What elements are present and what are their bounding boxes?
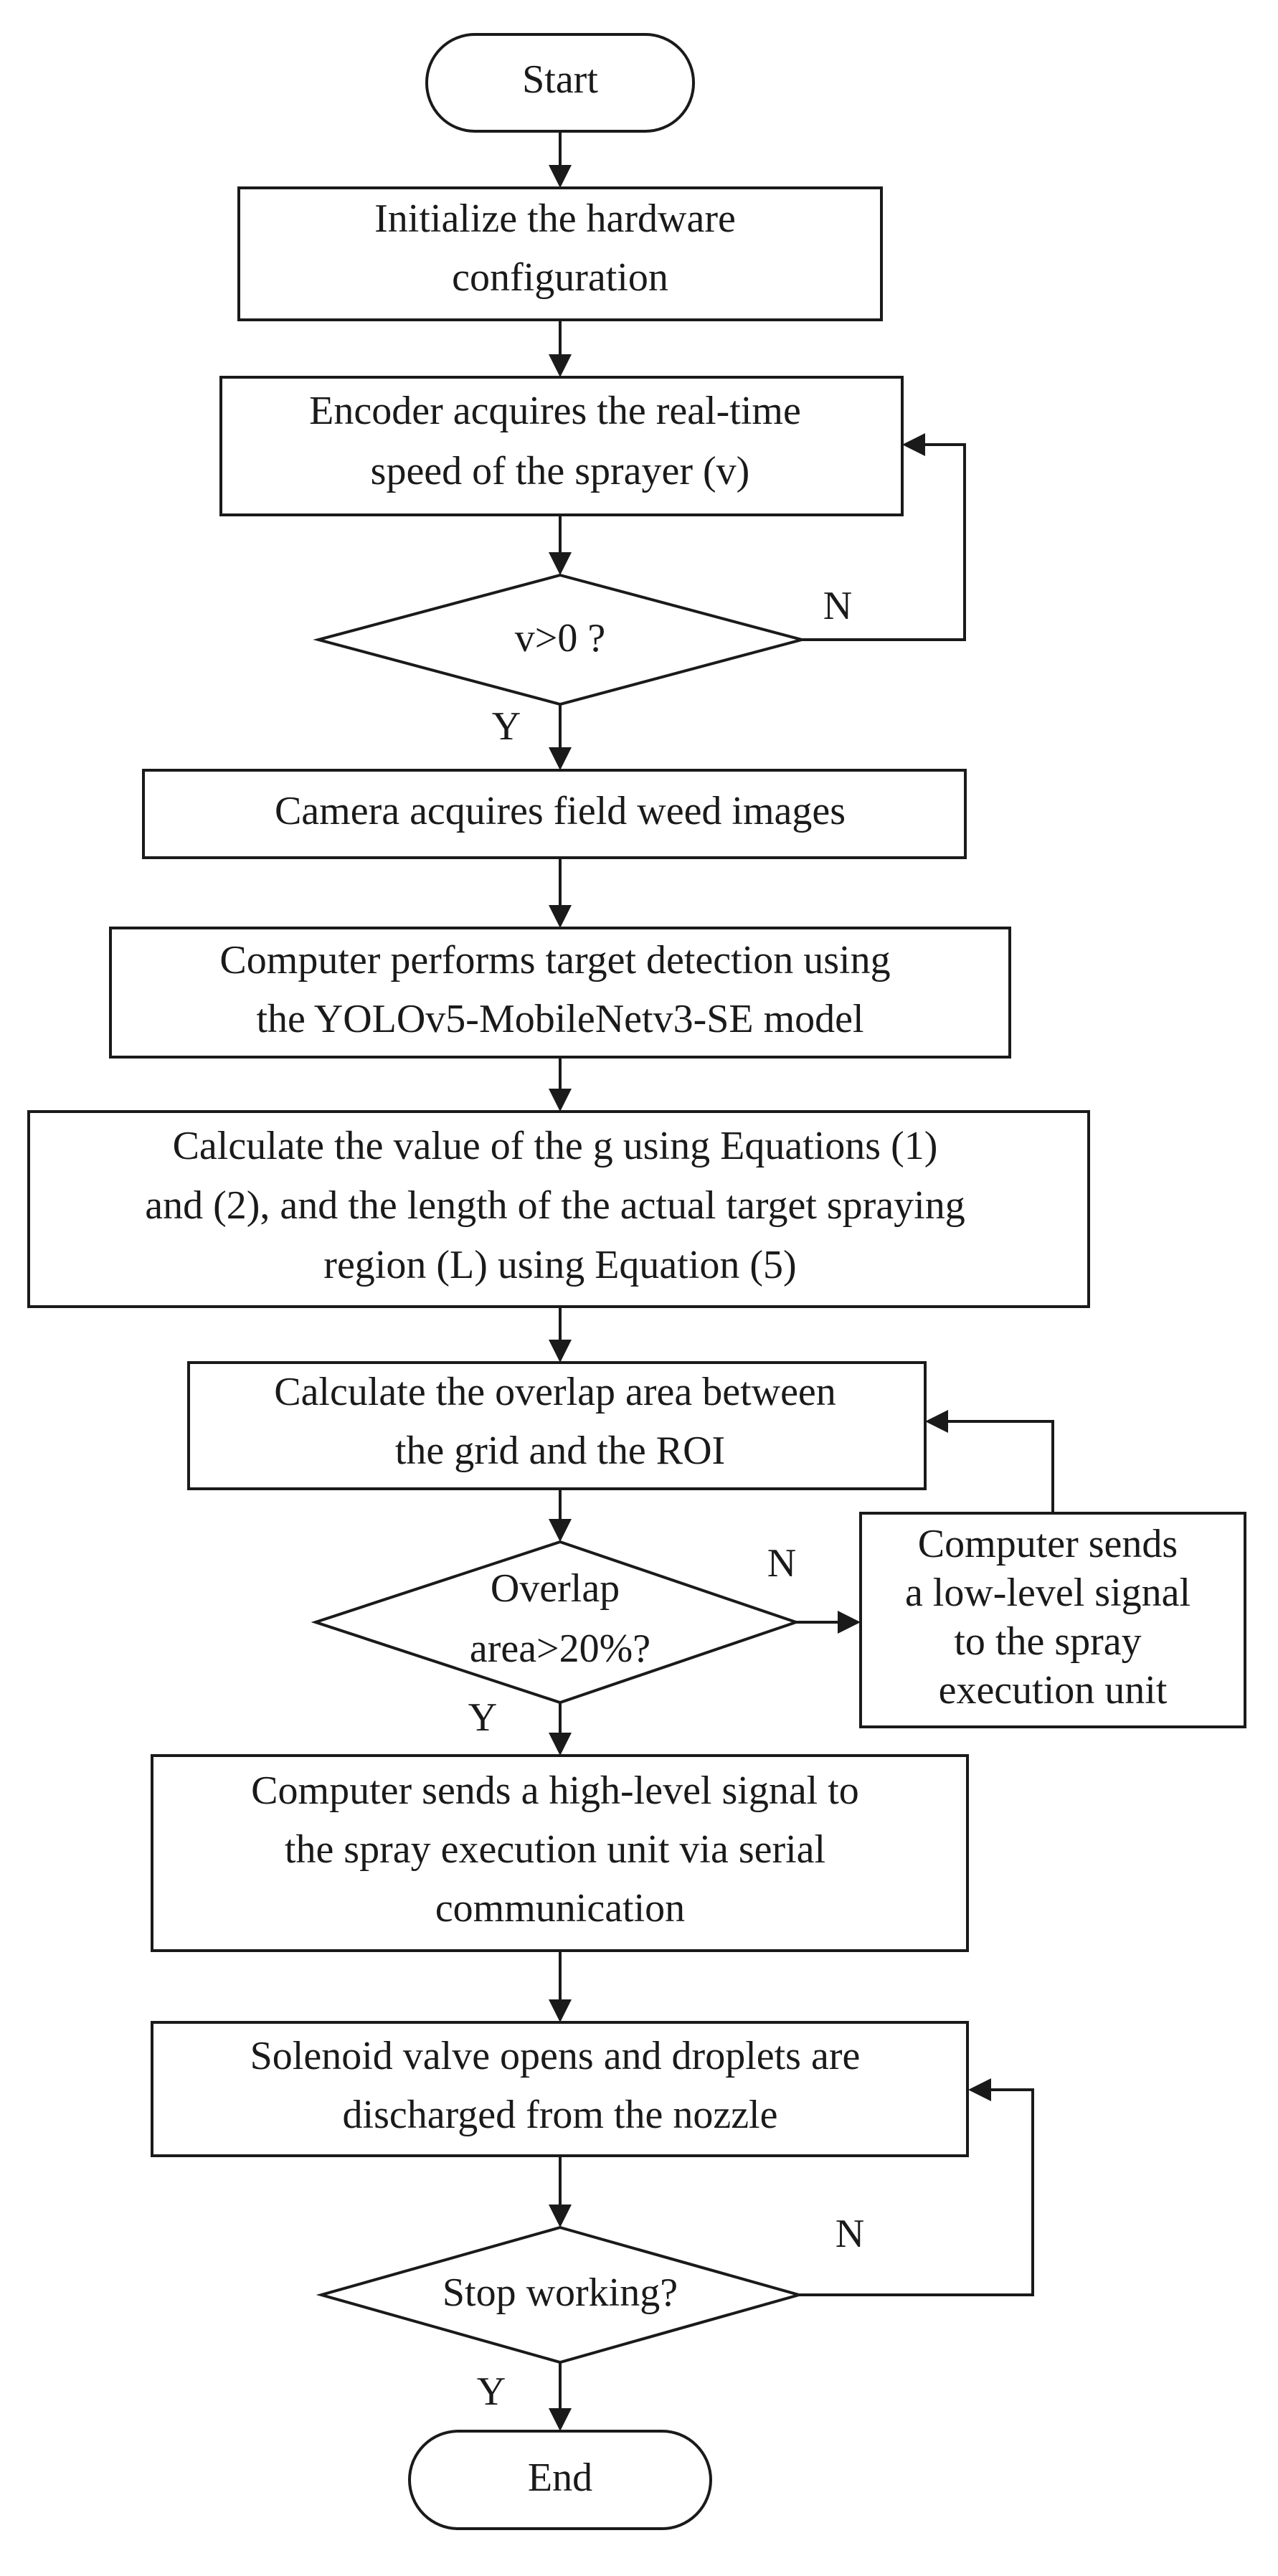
arrowhead [549, 905, 572, 928]
edges [549, 131, 1054, 2431]
arrowhead [925, 1410, 948, 1433]
stop-check-yes-label: Y [477, 2369, 506, 2414]
node-high-signal-text: Computer sends a high-level signal to th… [251, 1768, 869, 1931]
v-check-no-label: N [823, 584, 852, 628]
node-overlap-calc: Calculate the overlap area between the g… [187, 1361, 927, 1490]
node-overlap-check-text: Overlap area>20%? [470, 1566, 650, 1671]
arrowhead [549, 2205, 572, 2227]
edge-labels: N Y N Y N Y [468, 584, 864, 2414]
arrowhead [549, 354, 572, 377]
arrowhead [549, 2408, 572, 2431]
node-camera-text: Camera acquires field weed images [275, 789, 846, 833]
node-init-text: Initialize the hardware configuration [374, 196, 746, 300]
node-end-text: End [528, 2456, 592, 2500]
node-high-signal: Computer sends a high-level signal to th… [151, 1754, 969, 1952]
node-camera: Camera acquires field weed images [142, 769, 967, 859]
node-valve: Solenoid valve opens and droplets are di… [151, 2021, 969, 2157]
node-detect-text: Computer performs target detection using… [219, 938, 900, 1041]
stop-check-no-label: N [836, 2212, 864, 2256]
arrowhead [549, 552, 572, 575]
arrowhead [549, 1089, 572, 1112]
node-calc-g-text: Calculate the value of the g using Equat… [145, 1124, 975, 1287]
arrowhead [902, 433, 925, 456]
v-check-yes-label: Y [492, 704, 521, 749]
node-stop-check-text: Stop working? [442, 2270, 678, 2315]
node-low-signal: Computer sends a low-level signal to the… [859, 1512, 1246, 1728]
arrowhead [549, 1999, 572, 2022]
node-v-check-text: v>0 ? [515, 616, 605, 660]
node-detect: Computer performs target detection using… [109, 927, 1011, 1059]
node-init: Initialize the hardware configuration [237, 186, 883, 321]
edge-low-loop [932, 1420, 1054, 1513]
arrowhead [838, 1611, 861, 1634]
node-stop-check: Stop working? [316, 2225, 805, 2364]
node-calc-g: Calculate the value of the g using Equat… [27, 1110, 1090, 1308]
node-end: End [408, 2430, 712, 2530]
overlap-check-yes-label: Y [468, 1695, 497, 1740]
arrowhead [549, 1519, 572, 1542]
node-valve-text: Solenoid valve opens and droplets are di… [250, 2034, 871, 2137]
arrowhead [968, 2078, 991, 2101]
edge-vcheck-no-loop [802, 443, 966, 641]
arrowhead [549, 1733, 572, 1756]
node-overlap-check: Overlap area>20%? [311, 1540, 801, 1705]
arrowhead [549, 747, 572, 770]
node-encoder-text: Encoder acquires the real-time speed of … [309, 389, 811, 493]
arrowhead [549, 1340, 572, 1363]
edge-stop-no-loop [799, 2088, 1034, 2296]
overlap-check-no-label: N [767, 1541, 796, 1586]
node-low-signal-text: Computer sends a low-level signal to the… [905, 1522, 1201, 1713]
node-overlap-calc-text: Calculate the overlap area between the g… [274, 1370, 846, 1473]
arrowhead [549, 165, 572, 188]
node-encoder: Encoder acquires the real-time speed of … [219, 376, 904, 516]
node-v-check: v>0 ? [313, 573, 808, 706]
node-start-text: Start [522, 57, 598, 102]
node-start: Start [425, 33, 695, 133]
